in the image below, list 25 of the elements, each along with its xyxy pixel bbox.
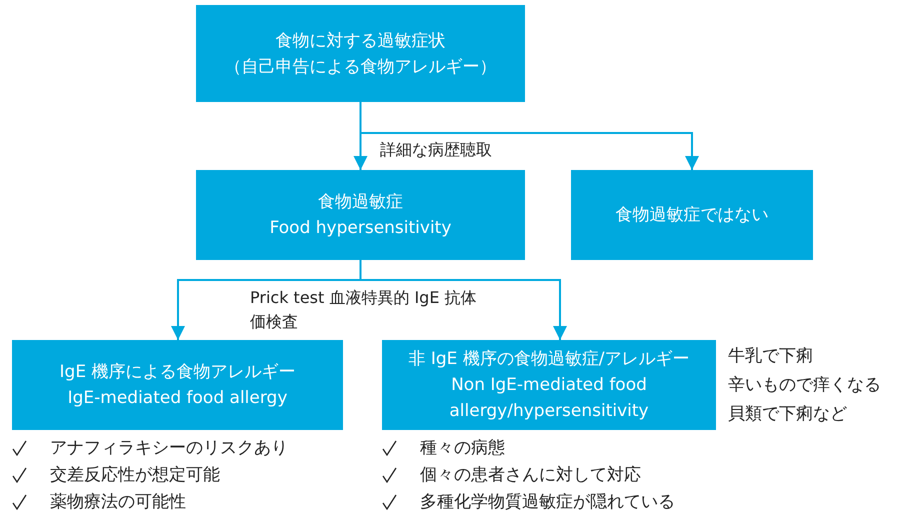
process-box <box>382 340 716 430</box>
box-text: IgE-mediated food allergy <box>68 387 288 410</box>
bullet-text: 薬物療法の可能性 <box>50 491 186 514</box>
box-text: Food hypersensitivity <box>270 217 452 240</box>
example-note: 牛乳で下痢 <box>728 345 813 368</box>
box-text: （自己申告による食物アレルギー） <box>224 56 496 78</box>
box-heading: 食物過敏症ではない <box>616 204 768 227</box>
process-box <box>196 170 525 260</box>
box-heading: 食物過敏症 <box>318 191 403 214</box>
example-note: 辛いもので痒くなる <box>728 374 881 397</box>
bullet-text: アナフィラキシーのリスクあり <box>50 437 288 460</box>
process-box <box>196 5 525 102</box>
bullet-text: 種々の病態 <box>420 437 505 460</box>
bullet-text: 個々の患者さんに対して対応 <box>420 464 641 487</box>
bullet-text: 交差反応性が想定可能 <box>50 464 220 487</box>
bullet-text: 多種化学物質過敏症が隠れている <box>420 491 675 514</box>
arrow <box>360 260 567 340</box>
process-box <box>12 340 343 430</box>
box-heading: IgE 機序による食物アレルギー <box>60 361 296 384</box>
example-note: 貝類で下痢など <box>728 403 847 426</box>
process-box <box>571 170 813 260</box>
arrow <box>360 102 699 170</box>
box-text: Non IgE-mediated food allergy/hypersensitivity <box>448 374 650 423</box>
box-heading: 非 IgE 機序の食物過敏症/アレルギー <box>408 348 690 371</box>
box-heading: 食物に対する過敏症状 <box>276 30 446 52</box>
